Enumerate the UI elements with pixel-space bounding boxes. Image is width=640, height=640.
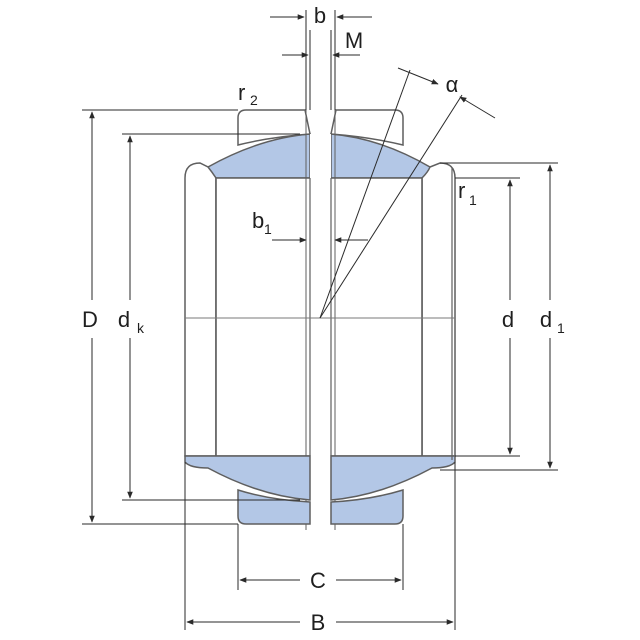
dim-r1: r 1 xyxy=(458,178,477,208)
inner-ring xyxy=(184,110,456,530)
outer-ring-bottom xyxy=(184,455,456,525)
label-d1: d xyxy=(540,307,552,332)
label-b: b xyxy=(314,3,326,28)
label-d: d xyxy=(502,307,514,332)
outer-ring-top-band-right xyxy=(330,109,404,146)
label-C: C xyxy=(310,568,326,593)
label-b1: b xyxy=(252,208,264,233)
label-D: D xyxy=(82,307,98,332)
outer-ring-bottom-band-right xyxy=(330,488,404,525)
inner-ring-right-flange xyxy=(421,162,456,457)
label-alpha: α xyxy=(446,72,459,97)
dim-b: b xyxy=(270,3,372,110)
dim-b1: b 1 xyxy=(252,208,368,243)
outer-ring-bottom-band-left xyxy=(237,488,311,525)
inner-ring-left-flange xyxy=(184,162,217,457)
dim-alpha: α xyxy=(319,67,496,319)
dim-r2: r 2 xyxy=(238,80,258,108)
dim-M: M xyxy=(282,28,363,110)
label-B: B xyxy=(311,610,326,635)
label-r2: r xyxy=(238,80,245,105)
label-M: M xyxy=(345,28,363,53)
label-d1-sub: 1 xyxy=(557,320,565,336)
outer-ring-bottom-right xyxy=(330,455,456,501)
label-dk: d xyxy=(118,307,130,332)
outer-ring-top-band xyxy=(237,109,311,146)
label-b1-sub: 1 xyxy=(264,221,272,237)
dim-dk: d k xyxy=(118,133,300,501)
label-dk-sub: k xyxy=(137,320,145,336)
dim-d: d xyxy=(455,177,520,457)
dim-D: D xyxy=(82,109,238,525)
label-r1: r xyxy=(458,178,465,203)
label-r1-sub: 1 xyxy=(469,192,477,208)
dim-C: C xyxy=(237,524,404,593)
dim-d1: d 1 xyxy=(440,162,565,471)
outer-ring-bottom-left xyxy=(184,455,311,501)
label-r2-sub: 2 xyxy=(250,92,258,108)
dim-B: B xyxy=(184,462,456,635)
